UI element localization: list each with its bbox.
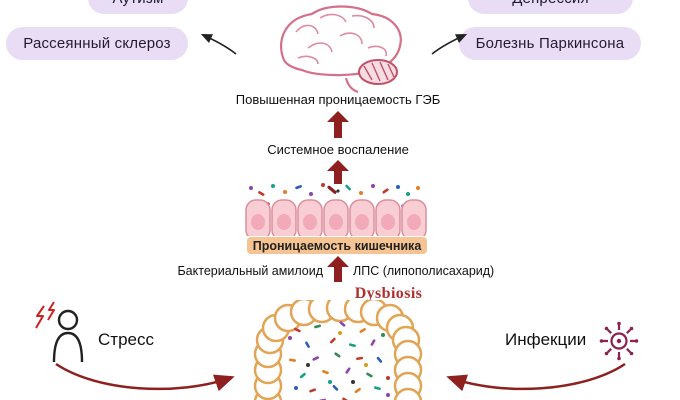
cascade-up-arrow-1 bbox=[327, 111, 349, 138]
arrow-to-parkinsons bbox=[431, 34, 468, 55]
disease-pill-parkinsons: Болезнь Паркинсона bbox=[459, 27, 641, 60]
stress-person-icon bbox=[35, 301, 84, 363]
infections-label: Инфекции bbox=[505, 330, 587, 349]
brain-illustration bbox=[279, 5, 402, 94]
arrow-to-multiple-sclerosis bbox=[200, 34, 237, 55]
lps-label: ЛПС (липополисахарид) bbox=[353, 264, 495, 278]
stress-label: Стресс bbox=[98, 330, 154, 349]
gut-permeability-label: Проницаемость кишечника bbox=[252, 238, 422, 253]
cascade-up-arrow-3 bbox=[327, 256, 349, 282]
epithelial-cells bbox=[245, 199, 427, 236]
bacterial-amyloid-label: Бактериальный амилоид bbox=[177, 264, 323, 278]
gut-microbiota-illustration bbox=[253, 300, 423, 400]
bbb-permeability-label: Повышенная проницаемость ГЭБ bbox=[235, 92, 441, 107]
parkinsons-label: Болезнь Паркинсона bbox=[475, 35, 625, 52]
dysbiosis-label: Dysbiosis bbox=[354, 285, 423, 302]
colon-microbes bbox=[288, 321, 390, 400]
cascade-up-arrow-2 bbox=[327, 160, 349, 184]
infection-virus-icon bbox=[599, 321, 639, 361]
multiple-sclerosis-label: Рассеянный склероз bbox=[23, 35, 171, 52]
disease-pill-multiple-sclerosis: Рассеянный склероз bbox=[6, 27, 188, 60]
disease-pill-depression: Депрессия bbox=[468, 0, 633, 14]
arrow-stress-to-gut bbox=[55, 362, 235, 392]
disease-pill-autism: Аутизм bbox=[88, 0, 188, 14]
depression-label: Депрессия bbox=[512, 0, 589, 7]
colon-outline bbox=[253, 300, 423, 400]
intestinal-epithelium-illustration bbox=[245, 183, 427, 236]
arrow-infection-to-gut bbox=[446, 362, 626, 392]
gut-permeability-band: Проницаемость кишечника bbox=[247, 237, 427, 254]
autism-label: Аутизм bbox=[113, 0, 164, 7]
bacteria-dots bbox=[249, 183, 420, 208]
systemic-inflammation-label: Системное воспаление bbox=[267, 142, 409, 157]
